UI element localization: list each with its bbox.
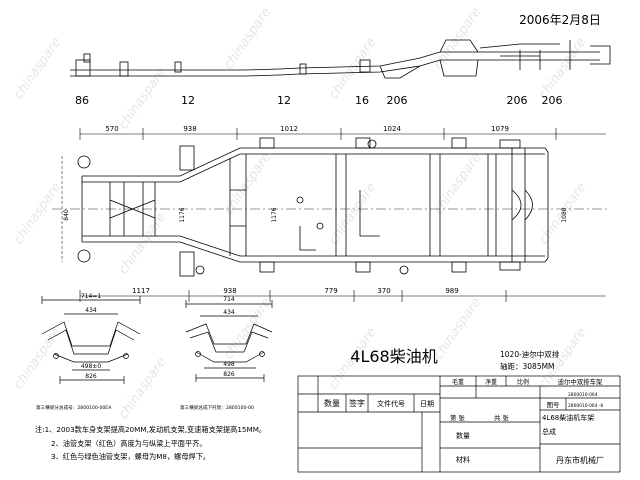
left-section-inner-dim: 434 <box>85 307 97 314</box>
top-dimension-labels: 570 938 1012 1024 1079 <box>105 125 509 133</box>
top-dim-1012: 1012 <box>280 125 298 133</box>
left-section-caption: 第三横梁分总成号：2800100-00EA <box>36 404 112 411</box>
tb-date-label: 日期 <box>420 400 434 408</box>
vertical-dimension-labels: 840 1176 1176 1080 <box>63 207 568 222</box>
right-section-base-dim: 498 <box>223 361 235 368</box>
tb-hair-label: 毛重 <box>452 378 464 386</box>
model-title: 4L68柴油机 <box>350 347 437 366</box>
tb-material-label: 材料 <box>456 455 470 464</box>
left-section-base-dim: 498±0 <box>81 363 101 370</box>
tb-drawing-no-v1: 2800010-064 <box>568 392 598 398</box>
side-dim-206-b: 206 <box>507 94 528 107</box>
side-dim-206-c: 206 <box>542 94 563 107</box>
right-section-top-dim: 714 <box>223 296 235 303</box>
tb-sign-label: 签字 <box>349 398 365 408</box>
right-section-inner-dim: 434 <box>223 309 235 316</box>
tb-sheet-label: 第 张 <box>450 413 465 422</box>
side-dim-86: 86 <box>75 94 89 107</box>
bottom-dim-938: 938 <box>223 287 236 295</box>
side-dim-12-b: 12 <box>277 94 291 107</box>
right-section-caption: 第三横梁总成下托架：2800100-00 <box>180 404 254 411</box>
bottom-dim-1117: 1117 <box>132 287 150 295</box>
plan-view <box>52 137 610 277</box>
tb-quantity-label: 数量 <box>456 431 470 440</box>
vert-dim-1176-a: 1176 <box>179 207 186 222</box>
title-block <box>297 375 621 473</box>
drawing-date: 2006年2月8日 <box>519 13 601 27</box>
tb-name-top: 迪尔中双排车架 <box>558 377 603 386</box>
model-info-line1: 1020-迪尔中双排 <box>500 349 560 359</box>
side-dim-12-a: 12 <box>181 94 195 107</box>
vert-dim-1176-b: 1176 <box>271 207 278 222</box>
left-section-top-dim: 714=1 <box>81 293 101 300</box>
note-line: 注:1、2003款车身支架提高20MM,发动机支架,变速箱支架提高15MM。 <box>35 425 266 434</box>
tb-part-name-1: 4L68柴油机车架 <box>542 413 594 422</box>
top-dim-1079: 1079 <box>491 125 509 133</box>
top-dim-570: 570 <box>105 125 118 133</box>
tb-doc-no-label: 文件代号 <box>377 399 405 408</box>
vert-dim-1080: 1080 <box>561 207 568 222</box>
tb-qty-label: 数量 <box>324 398 340 408</box>
bottom-dim-779: 779 <box>324 287 337 295</box>
tb-net-label: 净重 <box>485 378 497 386</box>
bottom-dim-370: 370 <box>377 287 390 295</box>
top-dim-1024: 1024 <box>383 125 401 133</box>
side-dim-206-a: 206 <box>387 94 408 107</box>
side-view-labels: 86 12 12 16 206 206 206 <box>75 94 563 107</box>
title-block-text: 数量 签字 文件代号 日期 毛重 净重 比例 迪尔中双排车架 图号 280001… <box>324 377 604 465</box>
notes: 注:1、2003款车身支架提高20MM,发动机支架,变速箱支架提高15MM。 2… <box>35 425 266 461</box>
section-view-right: 714 434 498 826 第三横梁总成下托架：2800100-00 <box>180 296 273 411</box>
top-dimension-line <box>79 128 606 140</box>
left-section-bottom-dim: 826 <box>85 373 97 380</box>
bottom-dimension-line <box>79 290 606 302</box>
tb-company: 丹东市机械厂 <box>556 455 604 465</box>
tb-part-name-2: 总成 <box>542 427 556 436</box>
side-view <box>70 39 611 79</box>
note-line: 2、油管支架（红色）高度为与纵梁上平面平齐。 <box>51 439 207 448</box>
note-line: 3、红色与绿色油管支架，螺母为M8，螺母焊下。 <box>51 452 210 461</box>
tb-ratio-label: 比例 <box>517 378 529 386</box>
right-section-bottom-dim: 826 <box>223 371 235 378</box>
bottom-dim-989: 989 <box>445 287 458 295</box>
section-view-left: 714=1 434 498±0 826 第三横梁分总成号：2800100-00E… <box>36 293 141 411</box>
top-dim-938: 938 <box>183 125 196 133</box>
tb-total-label: 共 张 <box>494 413 509 422</box>
model-info-line2: 轴距：3085MM <box>500 361 555 371</box>
tb-drawing-no-label: 图号 <box>547 401 560 409</box>
bottom-dimension-labels: 1117 938 779 370 989 <box>132 287 459 295</box>
tb-drawing-no-v2: 2800010-064 -6 <box>568 403 603 409</box>
vert-dim-840: 840 <box>63 209 70 221</box>
side-dim-16: 16 <box>355 94 369 107</box>
